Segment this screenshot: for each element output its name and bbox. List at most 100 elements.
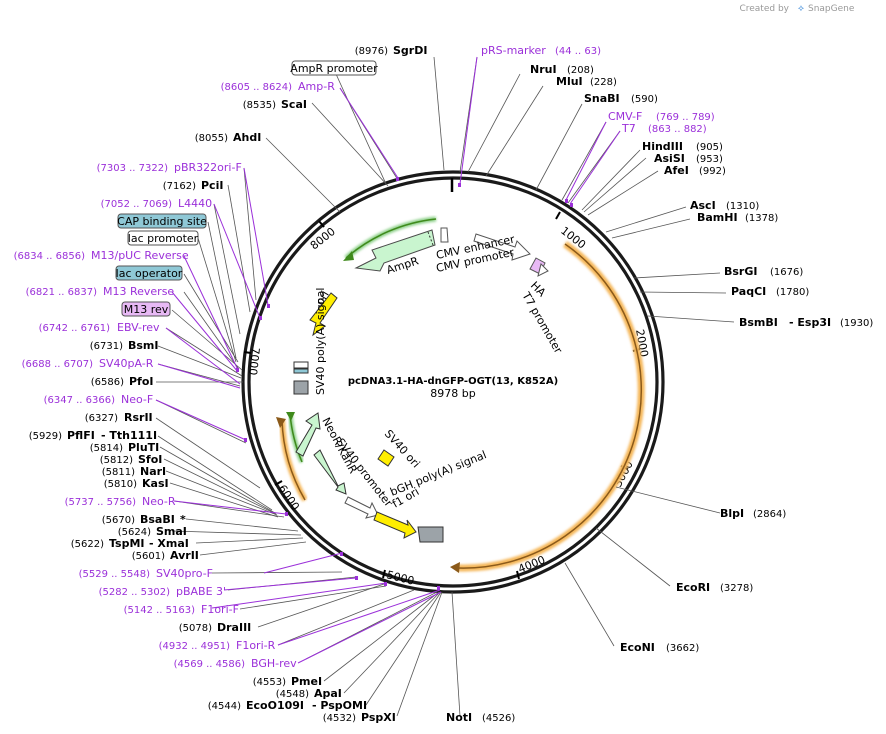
site-blpi-pos: (2864) bbox=[753, 509, 786, 520]
m13-marker-shape bbox=[293, 361, 309, 369]
primer-ebv-pos: (6742 .. 6761) bbox=[39, 323, 111, 334]
tick-8000 bbox=[318, 220, 325, 228]
primer-f1orif-name: F1ori-F bbox=[201, 603, 239, 616]
site-pflfi-name: PflFI bbox=[67, 429, 95, 442]
site-apai-pos: (4548) bbox=[276, 689, 309, 700]
site-nrui-pos: (208) bbox=[567, 65, 594, 76]
primer-t7-name: T7 bbox=[621, 122, 636, 135]
snapgene-logo-icon: ⟡ bbox=[798, 4, 804, 14]
sv40-ori-shape bbox=[377, 449, 395, 467]
site-scai-pos: (8535) bbox=[243, 100, 276, 111]
tick-5000 bbox=[382, 569, 386, 579]
site-scai-name: ScaI bbox=[281, 98, 307, 111]
ampr-arc-line bbox=[345, 218, 437, 259]
site-ecori-pos: (3278) bbox=[720, 583, 753, 594]
site-asci-name: AscI bbox=[690, 199, 716, 212]
orf-line bbox=[457, 243, 643, 569]
site-sgrdi-name: SgrDI bbox=[393, 44, 427, 57]
primer-sv40pro-pos: (5529 .. 5548) bbox=[79, 569, 151, 580]
site-asci-pos: (1310) bbox=[726, 201, 759, 212]
site-pspxi-name: PspXI bbox=[361, 711, 396, 724]
lac-operator-label: lac operator bbox=[116, 267, 183, 280]
left-labels: (7303 .. 7322) pBR322ori-F (7162) PciI (… bbox=[14, 161, 298, 670]
neo-orange-arc-line bbox=[281, 419, 306, 501]
plasmid-name: pcDNA3.1-HA-dnGFP-OGT(13, K852A) bbox=[348, 376, 558, 387]
tick-label-7000: 7000 bbox=[246, 347, 262, 376]
site-bsmbi-pos: (1930) bbox=[840, 318, 873, 329]
lac-operator-shape bbox=[293, 368, 309, 374]
site-bamhi-name: BamHI bbox=[697, 211, 738, 224]
neor-lower-shape bbox=[313, 449, 347, 495]
site-eco0109i-pos: (4544) bbox=[208, 701, 241, 712]
site-draiii-name: DraIII bbox=[217, 621, 251, 634]
primer-l4440-name: L4440 bbox=[178, 197, 212, 210]
site-asisi-name: AsiSI bbox=[654, 152, 685, 165]
site-afei-pos: (992) bbox=[699, 166, 726, 177]
site-kasi-pos: (5810) bbox=[104, 479, 137, 490]
t7-promoter-label: T7 promoter bbox=[519, 289, 565, 356]
plasmid-title: pcDNA3.1-HA-dnGFP-OGT(13, K852A) 8978 bp bbox=[348, 376, 558, 400]
m13-rev-box bbox=[121, 301, 171, 317]
plasmid-size: 8978 bp bbox=[430, 387, 475, 400]
primer-neof-pos: (6347 .. 6366) bbox=[44, 395, 116, 406]
primer-prs-name: pRS-marker bbox=[481, 44, 546, 57]
site-ahdi-pos: (8055) bbox=[195, 133, 228, 144]
primer-pbr-pos: (7303 .. 7322) bbox=[97, 163, 169, 174]
site-pcii-pos: (7162) bbox=[163, 181, 196, 192]
lac-promoter-box bbox=[127, 230, 199, 246]
site-plutI-name: PluTI bbox=[128, 441, 159, 454]
credit-created-by: Created by bbox=[739, 4, 789, 14]
primer-t7-pos: (863 .. 882) bbox=[648, 124, 707, 135]
ori-shape bbox=[309, 292, 338, 337]
primer-ebv-name: EBV-rev bbox=[117, 321, 160, 334]
site-kasi-name: KasI bbox=[142, 477, 169, 490]
ampr-promoter-shape bbox=[440, 227, 449, 243]
site-pcii-name: PciI bbox=[201, 179, 223, 192]
ampr-promoter-box bbox=[291, 60, 377, 76]
right-labels: AscI (1310) BamHI (1378) BsrGI (1676) Pa… bbox=[620, 199, 873, 654]
site-nrui-name: NruI bbox=[530, 63, 557, 76]
site-bsmbi-alt: - Esp3I bbox=[789, 316, 831, 329]
primer-marks bbox=[236, 177, 573, 590]
site-hindiii-name: HindIII bbox=[642, 140, 683, 153]
site-avrii-name: AvrII bbox=[170, 549, 199, 562]
t7-promoter-shape bbox=[537, 263, 549, 277]
site-smai-pos: (5624) bbox=[118, 527, 151, 538]
credit-brand: SnapGene bbox=[808, 4, 855, 14]
sv40-promoter-label: SV40 promoter bbox=[334, 436, 396, 510]
site-sfoi-name: SfoI bbox=[138, 453, 162, 466]
primer-pbabe-pos: (5282 .. 5302) bbox=[99, 587, 171, 598]
ampr-arc-arrowhead bbox=[343, 251, 354, 261]
primer-cmvf-pos: (769 .. 789) bbox=[656, 112, 715, 123]
site-econi-name: EcoNI bbox=[620, 641, 655, 654]
site-tspmi-name: TspMI bbox=[109, 537, 145, 550]
sv40-polya-shape bbox=[293, 380, 309, 395]
site-pspxi-pos: (4532) bbox=[323, 713, 356, 724]
primer-neof-name: Neo-F bbox=[121, 393, 153, 406]
primer-ampr-name: Amp-R bbox=[298, 80, 335, 93]
site-noti-name: NotI bbox=[446, 711, 472, 724]
ori-label: ori bbox=[313, 289, 331, 308]
site-sfoi-pos: (5812) bbox=[100, 455, 133, 466]
sv40-promoter-shape bbox=[344, 496, 379, 519]
cap-site-label: CAP binding site bbox=[117, 215, 207, 228]
site-bsabi-pos: (5670) bbox=[102, 515, 135, 526]
primer-leaders bbox=[155, 56, 621, 664]
lac-operator-box bbox=[115, 265, 183, 281]
site-pmei-pos: (4553) bbox=[253, 677, 286, 688]
tick-label-8000: 8000 bbox=[308, 225, 338, 252]
site-bamhi-pos: (1378) bbox=[745, 213, 778, 224]
tick-6000 bbox=[274, 480, 283, 486]
site-ahdi-name: AhdI bbox=[233, 131, 261, 144]
orf-arrowhead bbox=[450, 562, 460, 573]
primer-m13puc-name: M13/pUC Reverse bbox=[91, 249, 189, 262]
site-bsrgi-pos: (1676) bbox=[770, 267, 803, 278]
snapgene-credit: Created by ⟡ SnapGene bbox=[739, 4, 854, 14]
leader-lines bbox=[155, 56, 735, 717]
primer-pbabe-name: pBABE 3' bbox=[176, 585, 226, 598]
site-pmei-name: PmeI bbox=[291, 675, 322, 688]
site-paqci-name: PaqCI bbox=[731, 285, 766, 298]
tick-1000 bbox=[555, 211, 561, 220]
primer-prs-pos: (44 .. 63) bbox=[555, 46, 601, 57]
